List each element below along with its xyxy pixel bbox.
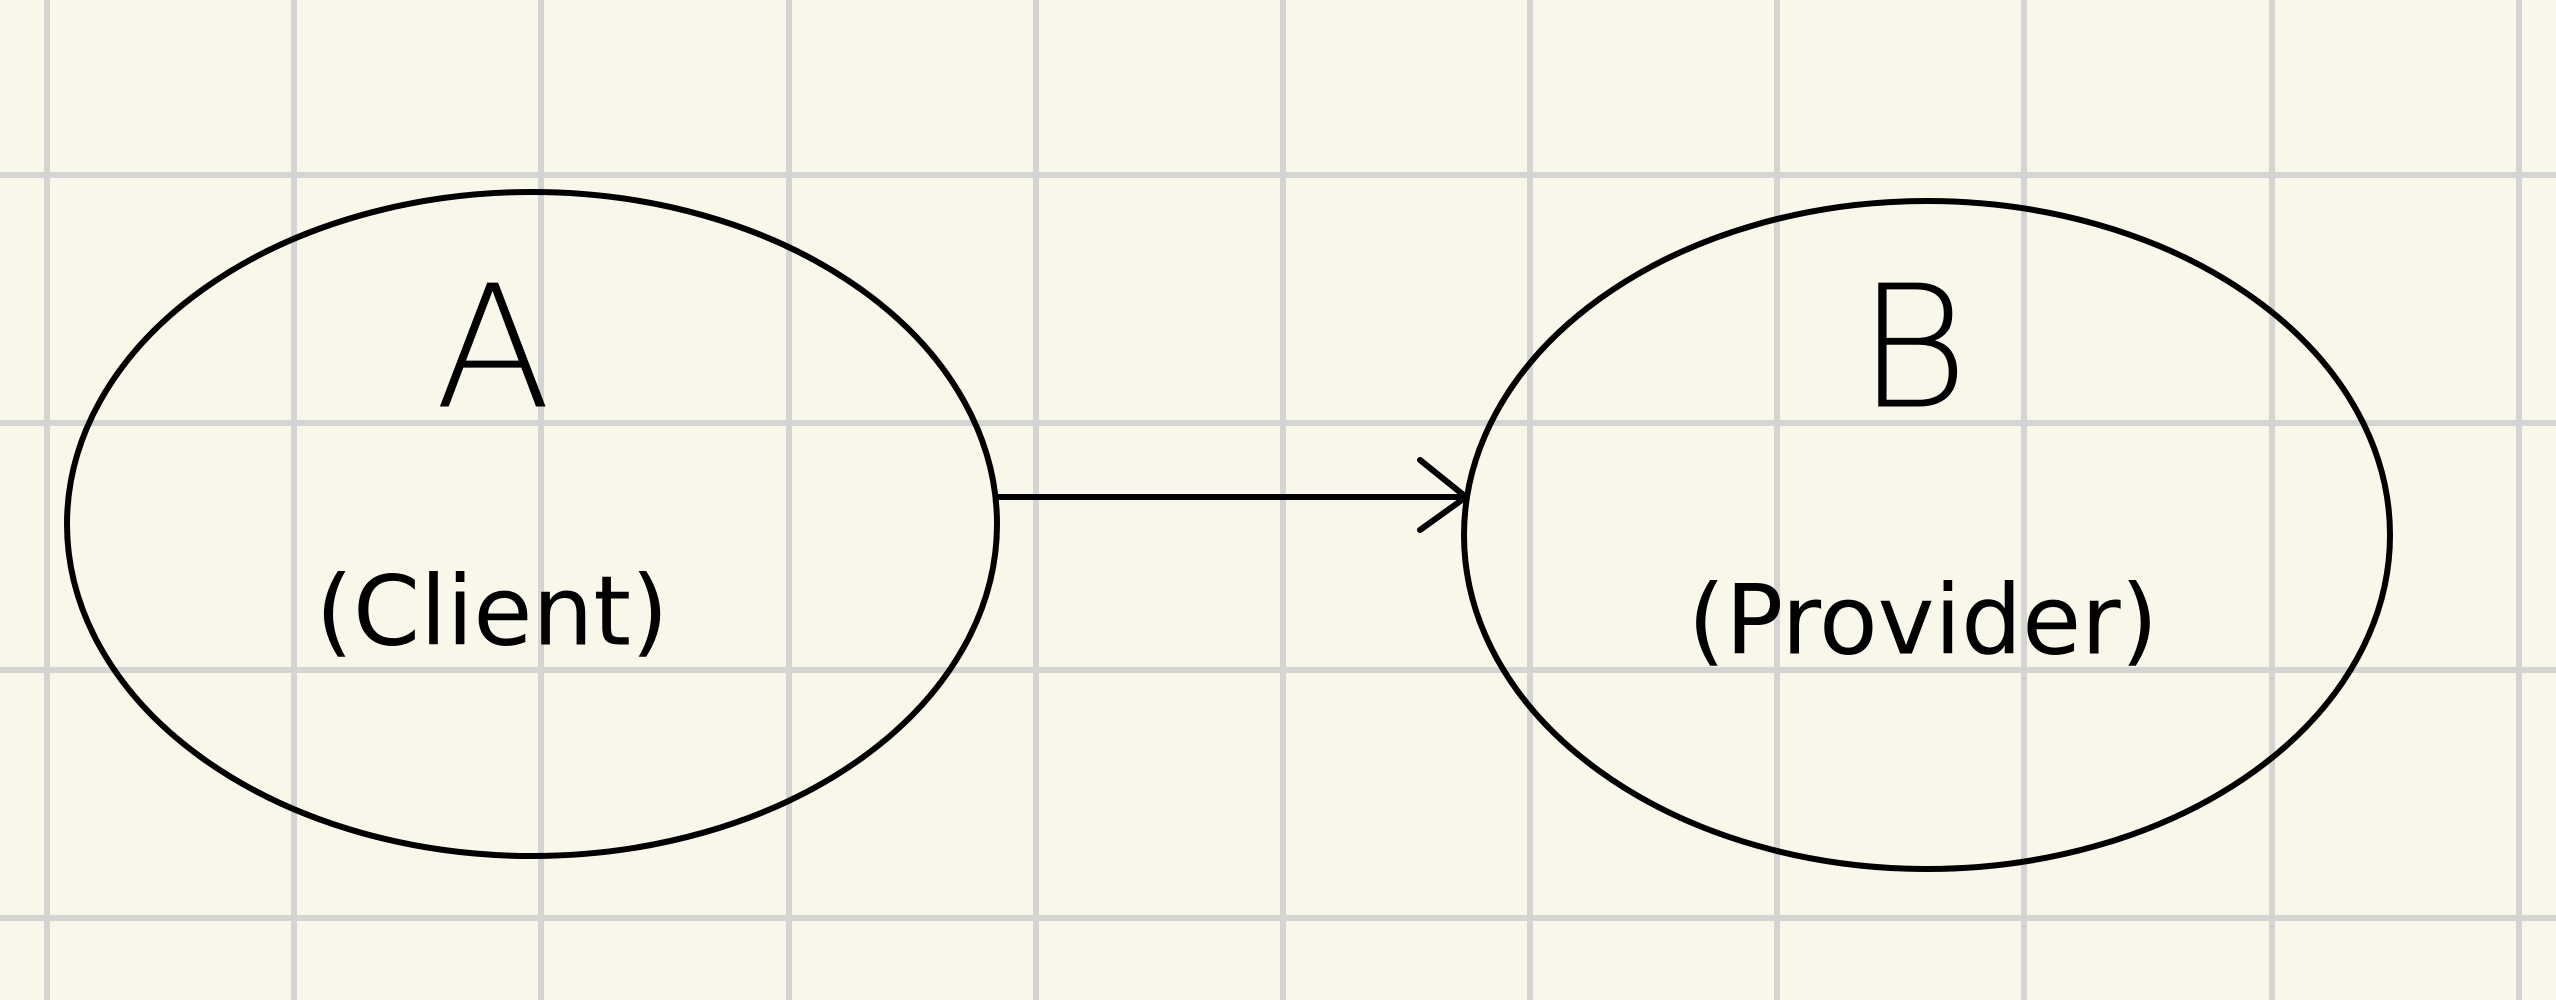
node-a-title: A bbox=[435, 250, 551, 448]
node-b-title: B bbox=[1857, 250, 1968, 448]
node-b-ellipse bbox=[1461, 198, 2393, 872]
node-a-ellipse bbox=[64, 189, 1000, 859]
node-b-subtitle: (Provider) bbox=[1688, 564, 2158, 676]
edge-a-to-b bbox=[994, 457, 1469, 533]
arrowhead-icon bbox=[1417, 457, 1469, 533]
node-a: A (Client) bbox=[64, 189, 1000, 859]
node-a-subtitle: (Client) bbox=[316, 555, 669, 667]
node-b: B (Provider) bbox=[1461, 198, 2393, 872]
